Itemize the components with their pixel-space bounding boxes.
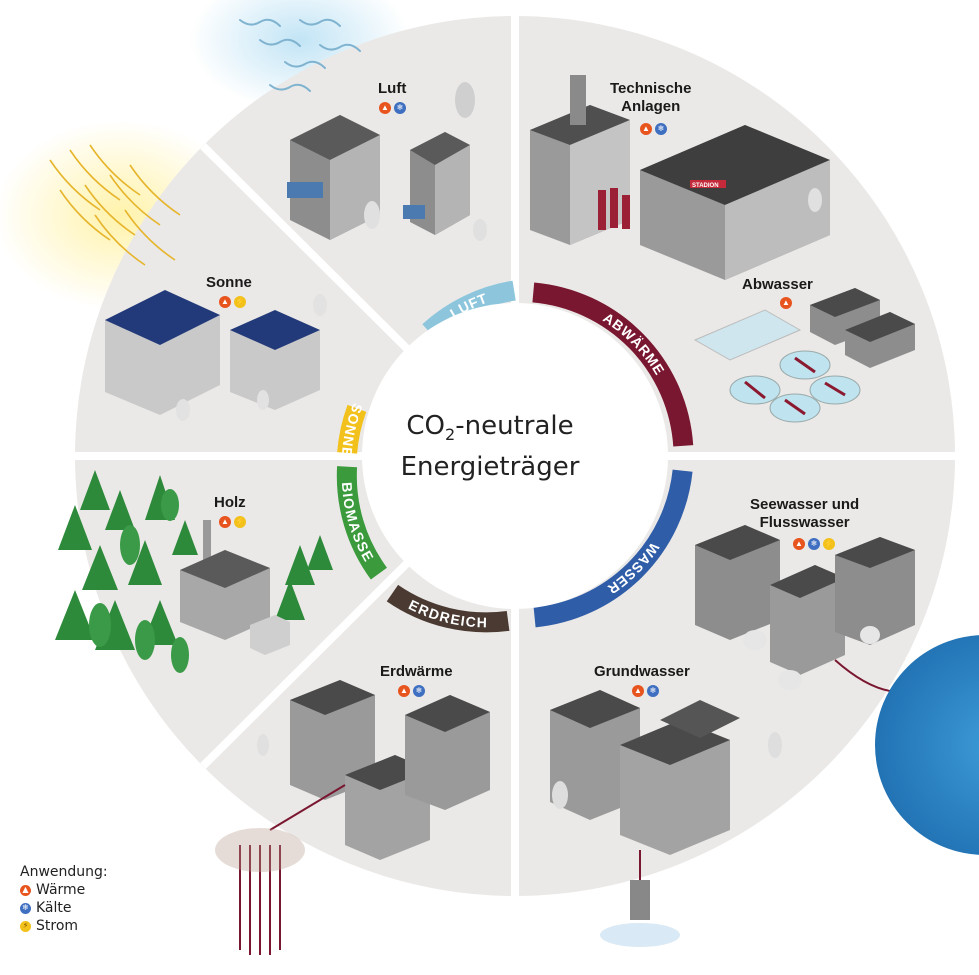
waerme-icon: ▲ — [640, 123, 652, 135]
source-holz: Holz — [214, 494, 246, 511]
technische-anlagen-buildings: STADION — [530, 75, 830, 280]
building-sign: STADION — [692, 183, 719, 189]
waerme-icon: ▲ — [398, 685, 410, 697]
seewasser-buildings — [695, 525, 915, 690]
sun-rays — [49, 144, 181, 266]
waerme-icon: ▲ — [632, 685, 644, 697]
source-sonne: Sonne — [206, 274, 252, 291]
uses-holz: ▲⚡ — [219, 516, 246, 528]
category-ring — [336, 280, 694, 633]
title-subscript: 2 — [445, 425, 456, 445]
wind-strokes — [239, 18, 361, 92]
holz-forest — [55, 470, 333, 673]
kaelte-icon: ❄ — [655, 123, 667, 135]
uses-luft: ▲❄ — [379, 102, 406, 114]
luft-buildings — [287, 82, 487, 241]
grundwasser-buildings — [550, 690, 782, 947]
sonne-buildings — [105, 290, 327, 421]
waerme-icon: ▲ — [379, 102, 391, 114]
legend-kaelte: Kälte — [36, 900, 72, 916]
uses-technische-anlagen: ▲❄ — [640, 123, 667, 135]
uses-grundwasser: ▲❄ — [632, 685, 659, 697]
uses-abwasser: ▲ — [780, 297, 792, 309]
source-erdwaerme: Erdwärme — [380, 663, 453, 680]
legend-waerme: Wärme — [36, 882, 86, 898]
uses-erdwaerme: ▲❄ — [398, 685, 425, 697]
center-title: CO2-neutrale Energieträger — [380, 410, 600, 483]
source-grundwasser: Grundwasser — [594, 663, 690, 680]
abwasser-plant — [693, 288, 915, 423]
strom-icon: ⚡ — [823, 538, 835, 550]
kaelte-icon: ❄ — [20, 902, 31, 914]
legend: Anwendung: ▲ Wärme ❄ Kälte ⚡ Strom — [20, 863, 108, 935]
erdwaerme-buildings — [215, 680, 490, 955]
kaelte-icon: ❄ — [413, 685, 425, 697]
kaelte-icon: ❄ — [394, 102, 406, 114]
title-line2: Energieträger — [400, 452, 580, 483]
waerme-icon: ▲ — [219, 296, 231, 308]
lake — [875, 635, 979, 855]
legend-strom: Strom — [36, 918, 79, 934]
waerme-icon: ▲ — [20, 884, 31, 896]
uses-seewasser: ▲❄⚡ — [793, 538, 835, 550]
title-co: CO — [406, 411, 446, 441]
kaelte-icon: ❄ — [647, 685, 659, 697]
center-circle — [362, 303, 668, 609]
title-rest: -neutrale — [455, 411, 574, 441]
waerme-icon: ▲ — [780, 297, 792, 309]
strom-icon: ⚡ — [20, 920, 31, 932]
source-luft: Luft — [378, 80, 407, 97]
uses-sonne: ▲⚡ — [219, 296, 246, 308]
kaelte-icon: ❄ — [808, 538, 820, 550]
waerme-icon: ▲ — [219, 516, 231, 528]
source-abwasser: Abwasser — [742, 276, 813, 293]
strom-icon: ⚡ — [234, 296, 246, 308]
strom-icon: ⚡ — [234, 516, 246, 528]
legend-title: Anwendung: — [20, 864, 108, 880]
waerme-icon: ▲ — [793, 538, 805, 550]
